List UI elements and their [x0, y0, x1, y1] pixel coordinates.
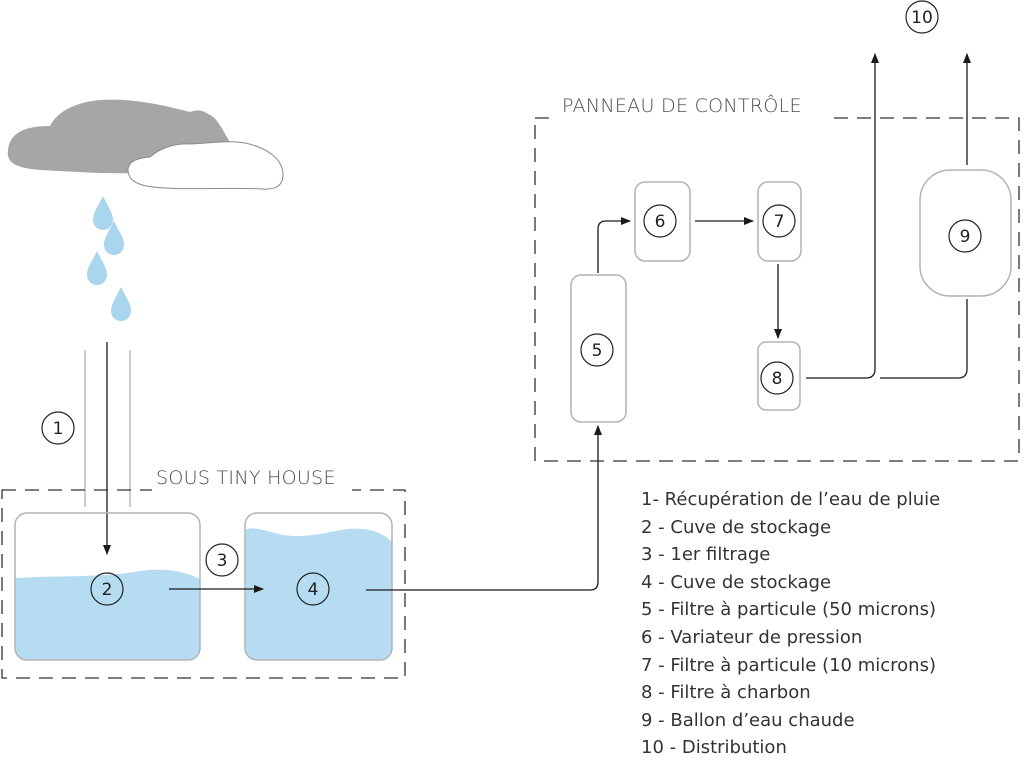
svg-text:5: 5: [592, 341, 603, 361]
legend-item: 3 - 1er filtrage: [641, 544, 771, 566]
marker-4: 4: [296, 572, 330, 606]
hot-water-tank: [919, 169, 1012, 297]
legend-item: 4 - Cuve de stockage: [641, 571, 832, 593]
svg-text:9: 9: [960, 227, 971, 247]
light-cloud-icon: [127, 141, 284, 190]
legend-item: 8 - Filtre à charbon: [641, 682, 811, 704]
marker-8: 8: [760, 361, 794, 395]
pressure-variator: [634, 181, 691, 262]
svg-text:3: 3: [217, 551, 228, 571]
legend-item: 1- Récupération de l’eau de pluie: [641, 489, 941, 510]
flow-to-hot-water: [880, 299, 968, 379]
legend-item: 5 - Filtre à particule (50 microns): [641, 599, 936, 621]
svg-text:2: 2: [102, 580, 113, 600]
svg-text:4: 4: [308, 580, 319, 600]
svg-text:10: 10: [911, 8, 933, 28]
marker-7: 7: [762, 204, 796, 238]
flow-8-to-distribution: [806, 53, 879, 379]
svg-text:7: 7: [774, 212, 785, 232]
under-house-zone: [1, 489, 406, 679]
legend-item: 7 - Filtre à particule (10 microns): [641, 654, 936, 676]
control-panel-label: PANNEAU DE CONTRÔLE: [562, 93, 802, 117]
storage-tank-4: [244, 512, 393, 661]
svg-text:1: 1: [53, 419, 64, 439]
legend: 1- Récupération de l’eau de pluie 2 - Cu…: [641, 486, 940, 762]
svg-text:8: 8: [772, 369, 783, 389]
rain-drops-icon: [87, 196, 131, 321]
particle-filter-50: [570, 274, 627, 423]
legend-item: 2 - Cuve de stockage: [641, 516, 832, 538]
marker-6: 6: [643, 204, 677, 238]
legend-item: 6 - Variateur de pression: [641, 626, 863, 648]
legend-item: 10 - Distribution: [641, 737, 787, 759]
marker-9: 9: [948, 219, 982, 253]
marker-3: 3: [205, 543, 239, 577]
svg-text:6: 6: [655, 212, 666, 232]
marker-2: 2: [90, 572, 124, 606]
marker-5: 5: [580, 333, 614, 367]
flow-5-to-6: [597, 217, 631, 273]
legend-item: 9 - Ballon d’eau chaude: [641, 709, 855, 731]
marker-1: 1: [41, 411, 75, 445]
under-house-label: SOUS TINY HOUSE: [156, 467, 336, 489]
storage-tank-2: [14, 512, 201, 661]
carbon-filter: [757, 341, 801, 411]
flow-4-to-5: [366, 425, 602, 591]
marker-10: 10: [905, 0, 939, 34]
particle-filter-10: [757, 181, 802, 262]
